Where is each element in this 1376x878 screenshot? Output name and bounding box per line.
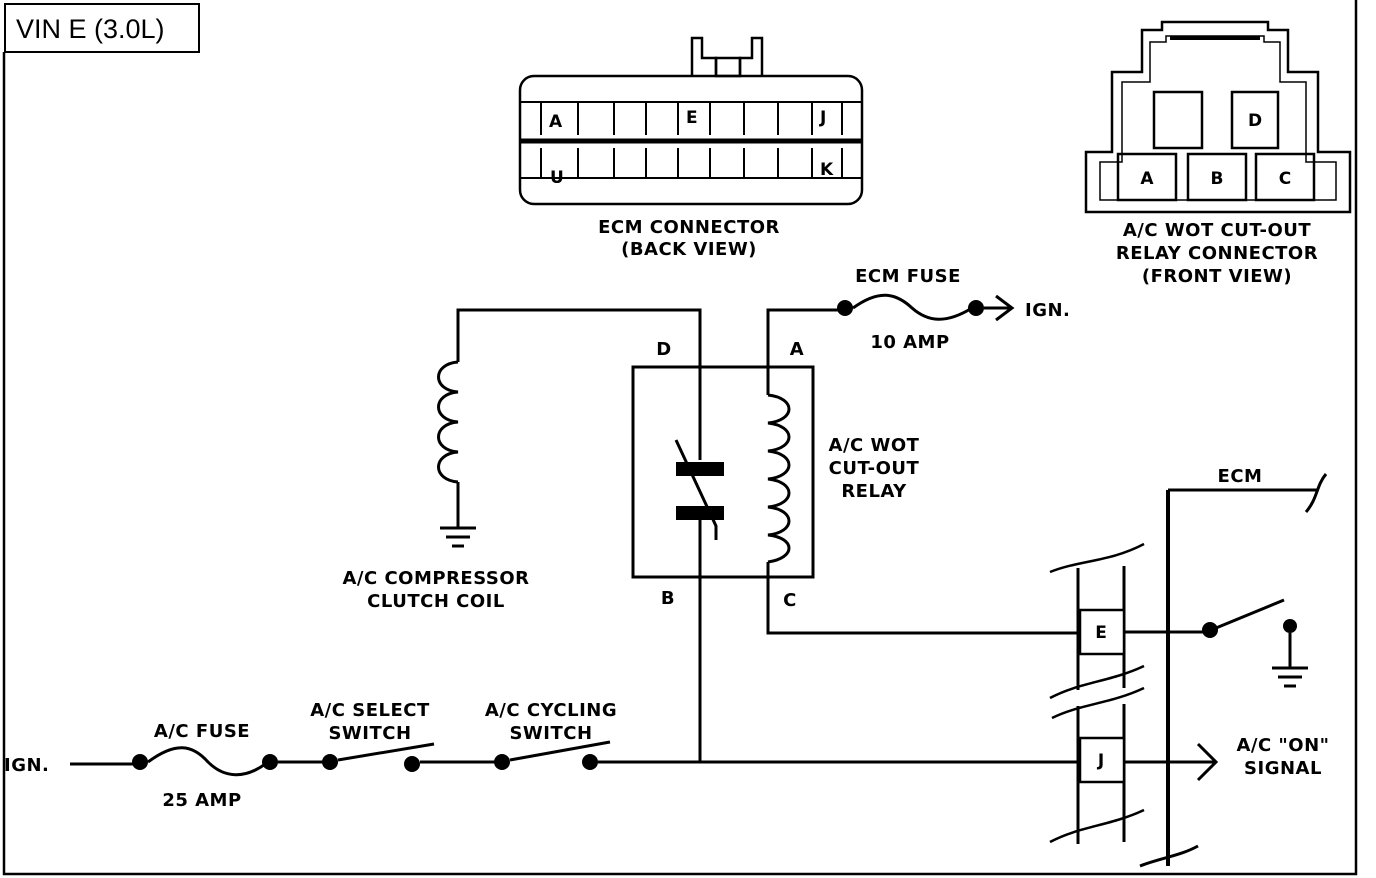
relay-connector-caption-2: RELAY CONNECTOR	[1116, 243, 1318, 264]
title-text: VIN E (3.0L)	[16, 14, 165, 44]
ac-supply-circuit: IGN. A/C FUSE 25 AMP A/C SELECT SWITCH A…	[4, 577, 1200, 811]
ecm-connector: A E J U K ECM CONNECTOR (BACK VIEW)	[518, 36, 864, 260]
select-switch-label-2: SWITCH	[328, 723, 411, 744]
ac-on-signal-label-1: A/C "ON"	[1236, 735, 1329, 756]
ecm-fuse-label: ECM FUSE	[855, 266, 961, 287]
relay-terminal-b: B	[661, 588, 675, 609]
ecm-connector-caption-2: (BACK VIEW)	[621, 239, 757, 260]
relay-label-1: A/C WOT	[829, 435, 920, 456]
relay-connector: D A B C A/C WOT CUT-OUT RELAY CONNECTOR …	[1084, 20, 1352, 287]
wot-cutout-relay: D A B C A/C WOT CUT-OUT RELAY	[631, 339, 920, 611]
relay-terminal-a: A	[790, 339, 804, 360]
ecm-pin-u: U	[550, 168, 564, 188]
relay-conn-pin-b: B	[1211, 169, 1224, 189]
ecm-pin-j: J	[819, 108, 826, 128]
ecm-pin-e: E	[686, 108, 698, 128]
ac-fuse-label: A/C FUSE	[154, 721, 250, 742]
ecm-connector-caption-1: ECM CONNECTOR	[598, 217, 780, 238]
relay-connector-caption-1: A/C WOT CUT-OUT	[1123, 220, 1312, 241]
ecm-fuse: ECM FUSE 10 AMP IGN.	[766, 266, 1070, 367]
ecm-fuse-ign-label: IGN.	[1025, 300, 1070, 321]
ecm-pin-e-box: E	[1095, 623, 1107, 643]
ac-fuse-ign-label: IGN.	[4, 755, 49, 776]
cycling-switch-label-2: SWITCH	[509, 723, 592, 744]
relay-conn-pin-a: A	[1140, 169, 1154, 189]
ac-on-signal-label-2: SIGNAL	[1244, 758, 1322, 779]
title-box: VIN E (3.0L)	[4, 3, 200, 53]
coil-label-1: A/C COMPRESSOR	[342, 568, 529, 589]
ecm-pin-k: K	[820, 160, 834, 180]
ecm-block: E J ECM A/C "ON" SIGNAL	[766, 466, 1329, 868]
compressor-clutch-coil: A/C COMPRESSOR CLUTCH COIL	[342, 308, 702, 612]
ecm-pin-j-box: J	[1097, 751, 1104, 771]
relay-label-2: CUT-OUT	[829, 458, 920, 479]
cycling-switch-label-1: A/C CYCLING	[485, 700, 617, 721]
relay-terminal-d: D	[656, 339, 671, 360]
ecm-pin-a: A	[549, 112, 563, 132]
relay-label-3: RELAY	[841, 481, 907, 502]
coil-label-2: CLUTCH COIL	[367, 591, 505, 612]
relay-conn-pin-d: D	[1248, 111, 1262, 131]
relay-connector-caption-3: (FRONT VIEW)	[1142, 266, 1292, 287]
select-switch-label-1: A/C SELECT	[310, 700, 430, 721]
ecm-label: ECM	[1218, 466, 1263, 487]
ac-fuse-rating: 25 AMP	[162, 790, 241, 811]
relay-conn-pin-c: C	[1279, 169, 1291, 189]
ecm-fuse-rating: 10 AMP	[870, 332, 949, 353]
relay-terminal-c: C	[783, 590, 797, 611]
